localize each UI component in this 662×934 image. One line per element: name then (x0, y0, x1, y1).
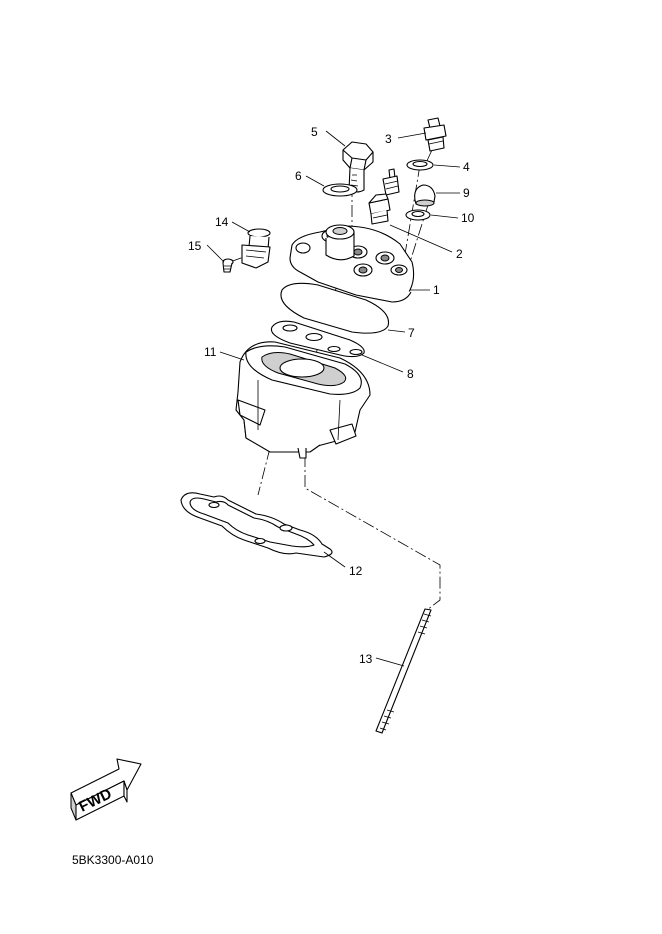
callout-11: 11 (204, 345, 217, 359)
leader-lines (206, 130, 461, 667)
part-4-washer (406, 159, 434, 171)
part-13-stud-bolt (375, 608, 432, 734)
callout-3: 3 (385, 132, 392, 146)
part-11-cylinder (235, 341, 371, 459)
part-15-screw (222, 258, 234, 273)
part-10-washer (405, 209, 431, 221)
callout-7: 7 (408, 326, 415, 340)
callout-labels: 5 3 4 6 9 10 14 15 2 1 7 11 8 12 13 (188, 125, 475, 666)
callout-4: 4 (463, 160, 470, 174)
callout-2: 2 (456, 247, 463, 261)
part-5-bolt (342, 141, 374, 193)
forward-direction-arrow: FWD (70, 758, 142, 821)
callout-12: 12 (349, 564, 363, 578)
part-8-gasket (270, 320, 365, 358)
part-12-base-gasket (180, 492, 333, 558)
callout-8: 8 (407, 367, 414, 381)
callout-6: 6 (295, 169, 302, 183)
part-1-cylinder-head (289, 224, 415, 303)
diagram-code: 5BK3300-A010 (72, 853, 154, 867)
part-7-head-gasket (280, 282, 390, 334)
callout-1: 1 (433, 283, 440, 297)
callout-15: 15 (188, 239, 202, 253)
part-2-spark-plug (368, 168, 400, 225)
part-6-washer (322, 183, 358, 197)
callout-9: 9 (463, 186, 470, 200)
callout-14: 14 (215, 215, 229, 229)
callout-13: 13 (359, 652, 373, 666)
part-3-fitting (423, 117, 447, 152)
callout-10: 10 (461, 211, 475, 225)
part-9-cap (414, 184, 436, 207)
callout-5: 5 (311, 125, 318, 139)
part-14-thermostat (241, 228, 271, 269)
